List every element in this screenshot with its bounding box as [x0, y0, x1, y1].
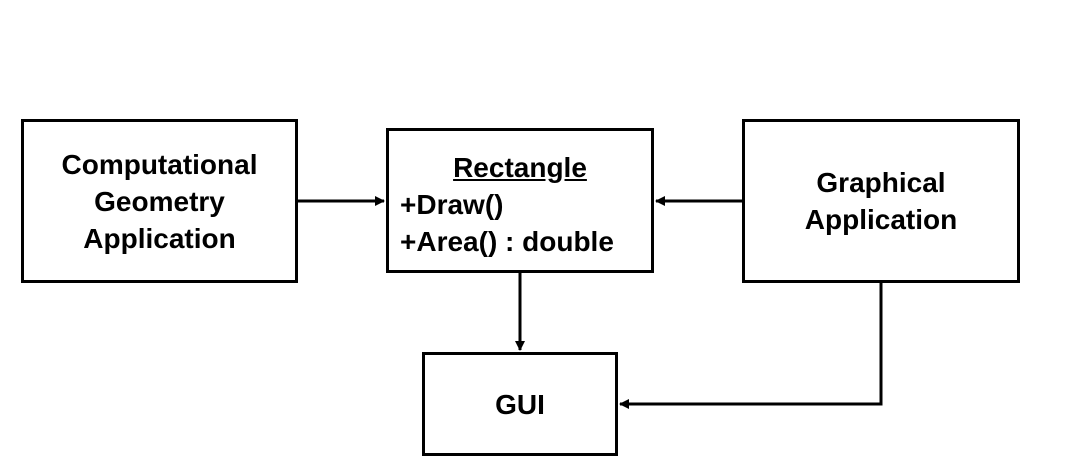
computational-geometry-application-box: Computational Geometry Application	[21, 119, 298, 283]
ga-line-1: Graphical	[816, 167, 946, 198]
gui-box: GUI	[422, 352, 618, 456]
cga-line-2: Geometry	[94, 185, 225, 217]
rectangle-operation-area: +Area() : double	[400, 226, 614, 257]
rectangle-class-box: Rectangle +Draw() +Area() : double	[386, 128, 654, 273]
gui-label: GUI	[495, 388, 545, 420]
rectangle-operation-draw: +Draw()	[400, 189, 504, 220]
rectangle-class-name: Rectangle	[453, 152, 587, 183]
ga-line-2: Application	[804, 204, 958, 235]
arrow-graphical-to-gui	[619, 283, 883, 409]
cga-line-1: Computational	[61, 148, 258, 180]
cga-line-3: Application	[83, 222, 236, 254]
graphical-application-box: Graphical Application	[742, 119, 1020, 283]
